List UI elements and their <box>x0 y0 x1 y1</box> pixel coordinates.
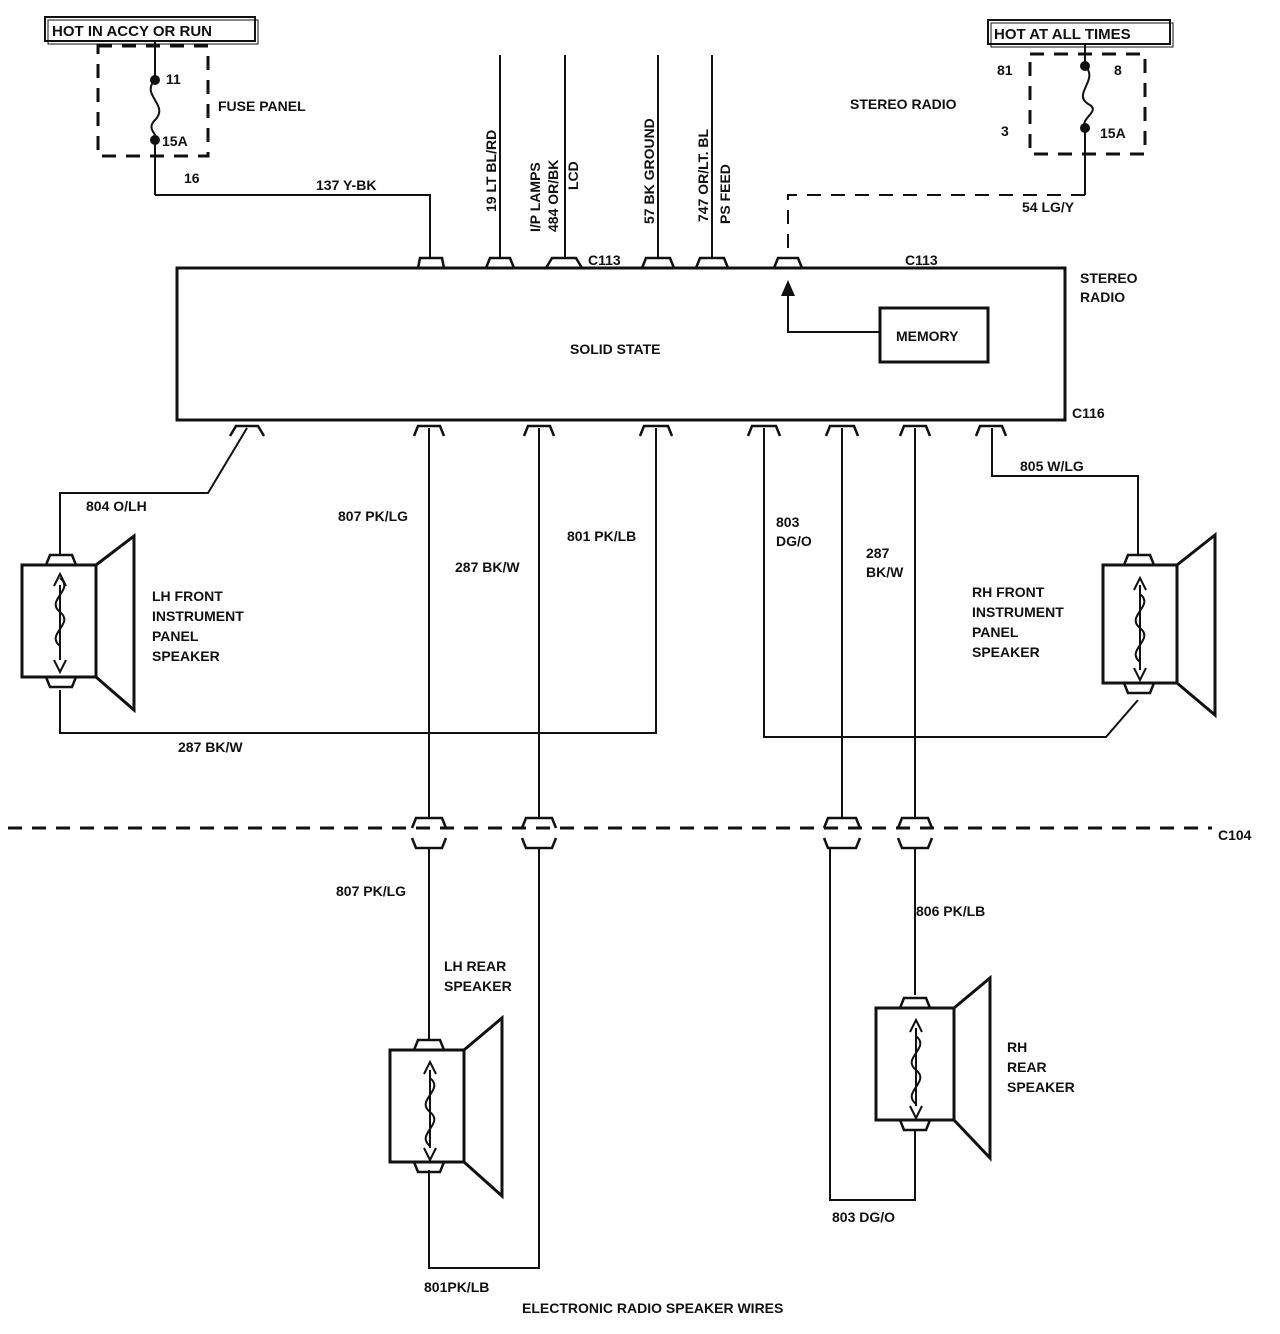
lh-rear-speaker <box>388 1014 504 1200</box>
svg-text:HOT IN ACCY OR RUN: HOT IN ACCY OR RUN <box>52 23 212 40</box>
svg-text:SPEAKER: SPEAKER <box>972 644 1040 660</box>
wire-lcd-label: LCD <box>565 161 581 190</box>
svg-text:15A: 15A <box>162 133 188 149</box>
memory-block <box>878 306 990 364</box>
svg-text:15A: 15A <box>1100 125 1126 141</box>
svg-text:RH FRONT: RH FRONT <box>972 584 1045 600</box>
lh-rear-speaker-label: LH REAR SPEAKER <box>444 958 512 994</box>
wire-805-label: 805 W/LG <box>1020 458 1084 474</box>
svg-text:PANEL: PANEL <box>152 628 199 644</box>
coil-icon <box>54 577 66 647</box>
svg-text:3: 3 <box>1001 123 1009 139</box>
wire-137-label: 137 Y-BK <box>316 177 376 193</box>
diagram-caption: ELECTRONIC RADIO SPEAKER WIRES <box>522 1300 783 1316</box>
c116-label: C116 <box>1072 405 1105 421</box>
wire-803-lower-label: 803 DG/O <box>832 1209 895 1225</box>
svg-text:11: 11 <box>166 71 181 87</box>
wire-801-label: 801 PK/LB <box>567 528 636 544</box>
memory-label: MEMORY <box>896 328 959 344</box>
svg-text:SPEAKER: SPEAKER <box>444 978 512 994</box>
wire-747-label: 747 OR/LT. BL <box>695 128 711 222</box>
wire-54 <box>787 194 1085 258</box>
lh-front-speaker-label: LH FRONT INSTRUMENT PANEL SPEAKER <box>152 588 244 664</box>
svg-text:REAR: REAR <box>1007 1059 1047 1075</box>
wire-ps-feed-label: PS FEED <box>717 164 733 224</box>
wire-801-lower-label: 801PK/LB <box>424 1279 489 1295</box>
arrow-up-icon <box>781 280 795 296</box>
c113-label-left: C113 <box>588 252 621 268</box>
wire-287-bottom-label: 287 BK/W <box>178 739 243 755</box>
stereo-radio-fuse-title: STEREO RADIO <box>850 96 957 112</box>
svg-text:INSTRUMENT: INSTRUMENT <box>972 604 1064 620</box>
stereo-radio-box <box>175 266 1067 422</box>
solid-state-label: SOLID STATE <box>570 341 660 357</box>
wire-287-right-label-2: BK/W <box>866 564 904 580</box>
wire-803-label-1: 803 <box>776 514 800 530</box>
stereo-radio-title-1: STEREO <box>1080 270 1138 286</box>
svg-text:SPEAKER: SPEAKER <box>1007 1079 1075 1095</box>
fuse-stereo-radio-right: 81 8 3 15A STEREO RADIO <box>850 44 1147 195</box>
coil-icon <box>424 1077 436 1147</box>
wire-807-lower-label: 807 PK/LG <box>336 883 406 899</box>
fuse-panel-title: FUSE PANEL <box>218 98 306 114</box>
svg-text:RH: RH <box>1007 1039 1027 1055</box>
rh-front-speaker-label: RH FRONT INSTRUMENT PANEL SPEAKER <box>972 584 1064 660</box>
connector-c113-top <box>416 256 804 269</box>
rh-front-speaker <box>1101 531 1217 719</box>
fuse-panel-left: 11 15A FUSE PANEL <box>96 41 306 195</box>
rh-rear-speaker <box>874 974 992 1162</box>
wire-54-label: 54 LG/Y <box>1022 199 1075 215</box>
c113-label-right: C113 <box>905 252 938 268</box>
svg-text:HOT AT ALL TIMES: HOT AT ALL TIMES <box>994 26 1131 43</box>
coil-icon <box>1134 593 1146 663</box>
svg-text:81: 81 <box>997 62 1013 78</box>
wire-19-label: 19 LT BL/RD <box>483 130 499 212</box>
connector-c116-bottom <box>228 424 1008 437</box>
wire-16-label: 16 <box>184 170 200 186</box>
rh-rear-speaker-label: RH REAR SPEAKER <box>1007 1039 1075 1095</box>
wire-287-mid-label: 287 BK/W <box>455 559 520 575</box>
svg-text:INSTRUMENT: INSTRUMENT <box>152 608 244 624</box>
coil-icon <box>910 1035 922 1105</box>
wire-137 <box>155 194 431 258</box>
svg-text:LH REAR: LH REAR <box>444 958 506 974</box>
hot-all-times-label: HOT AT ALL TIMES <box>987 19 1174 48</box>
lh-front-speaker <box>20 532 136 714</box>
wire-ip-lamps-label: I/P LAMPS <box>527 162 543 232</box>
svg-text:SPEAKER: SPEAKER <box>152 648 220 664</box>
svg-text:PANEL: PANEL <box>972 624 1019 640</box>
connector-c104 <box>410 816 934 850</box>
svg-text:LH FRONT: LH FRONT <box>152 588 223 604</box>
wire-804-label: 804 O/LH <box>86 498 147 514</box>
hot-accy-run-label: HOT IN ACCY OR RUN <box>44 16 259 45</box>
wire-287-right-label-1: 287 <box>866 545 890 561</box>
c104-label: C104 <box>1218 827 1252 843</box>
svg-text:8: 8 <box>1114 62 1122 78</box>
wire-806-label: 806 PK/LB <box>916 903 985 919</box>
wire-803-label-2: DG/O <box>776 533 812 549</box>
wire-484-label: 484 OR/BK <box>545 160 561 232</box>
wire-807-label: 807 PK/LG <box>338 508 408 524</box>
wire-57-label: 57 BK GROUND <box>641 118 657 224</box>
stereo-radio-title-2: RADIO <box>1080 289 1125 305</box>
